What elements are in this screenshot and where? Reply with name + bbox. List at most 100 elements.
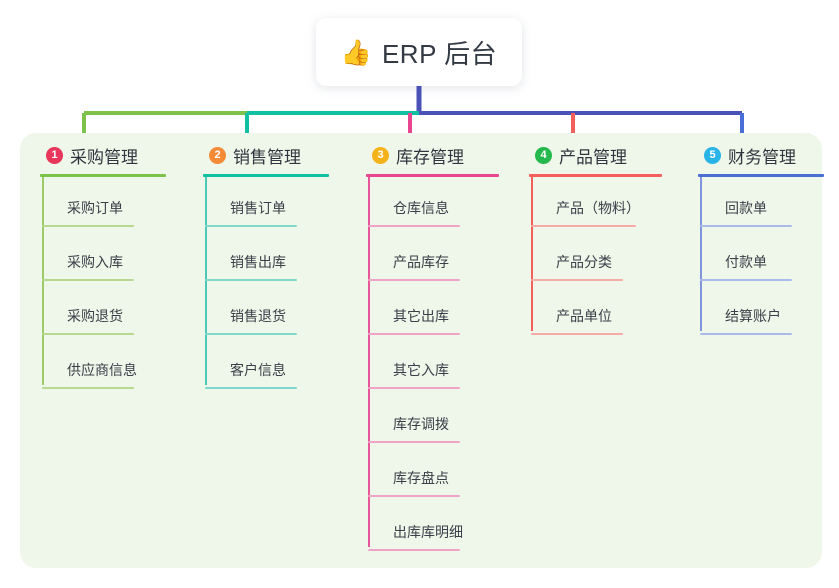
column-rule — [203, 174, 329, 177]
leaf-rule — [531, 333, 623, 335]
leaf-label: 采购订单 — [67, 200, 123, 216]
column-销售管理: 2 销售管理销售订单销售出库销售退货客户信息 — [195, 133, 355, 397]
leaf-rule — [368, 279, 460, 281]
column-badge-2: 2 — [209, 146, 226, 164]
leaf-label: 付款单 — [725, 254, 767, 270]
trunk-line — [42, 177, 44, 385]
leaf-list: 销售订单销售出库销售退货客户信息 — [195, 177, 355, 397]
leaf-label: 销售订单 — [230, 200, 286, 216]
leaf-rule — [205, 225, 297, 227]
leaf-rule — [205, 387, 297, 389]
leaf-item[interactable]: 采购入库 — [32, 235, 192, 289]
leaf-item[interactable]: 出库库明细 — [358, 505, 518, 559]
trunk-line — [368, 177, 370, 547]
column-badge-1: 1 — [46, 146, 63, 164]
leaf-label: 出库库明细 — [393, 524, 463, 540]
leaf-rule — [205, 279, 297, 281]
leaf-label: 采购退货 — [67, 308, 123, 324]
leaf-label: 结算账户 — [725, 308, 781, 324]
leaf-list: 回款单付款单结算账户 — [690, 177, 839, 343]
leaf-item[interactable]: 库存盘点 — [358, 451, 518, 505]
leaf-item[interactable]: 采购订单 — [32, 181, 192, 235]
leaf-rule — [700, 225, 792, 227]
column-badge-3: 3 — [372, 146, 389, 164]
leaf-label: 仓库信息 — [393, 200, 449, 216]
column-title: 财务管理 — [728, 147, 796, 167]
leaf-list: 采购订单采购入库采购退货供应商信息 — [32, 177, 192, 397]
leaf-label: 产品单位 — [556, 308, 612, 324]
column-rule — [40, 174, 166, 177]
leaf-item[interactable]: 产品库存 — [358, 235, 518, 289]
leaf-rule — [205, 333, 297, 335]
leaf-label: 销售出库 — [230, 254, 286, 270]
column-产品管理: 4 产品管理产品（物料） 产品分类产品单位 — [521, 133, 681, 343]
leaf-list: 仓库信息产品库存其它出库其它入库库存调拨库存盘点出库库明细 — [358, 177, 518, 559]
leaf-label: 采购入库 — [67, 254, 123, 270]
leaf-label: 库存调拨 — [393, 416, 449, 432]
root-title: ERP 后台 — [381, 38, 498, 69]
leaf-rule — [531, 279, 623, 281]
leaf-item[interactable]: 产品分类 — [521, 235, 681, 289]
leaf-item[interactable]: 其它出库 — [358, 289, 518, 343]
column-财务管理: 5 财务管理回款单付款单结算账户 — [690, 133, 839, 343]
leaf-item[interactable]: 库存调拨 — [358, 397, 518, 451]
leaf-rule — [700, 333, 792, 335]
leaf-label: 供应商信息 — [67, 362, 137, 378]
leaf-item[interactable]: 其它入库 — [358, 343, 518, 397]
leaf-list: 产品（物料） 产品分类产品单位 — [521, 177, 681, 343]
leaf-item[interactable]: 付款单 — [690, 235, 839, 289]
leaf-label: 客户信息 — [230, 362, 286, 378]
leaf-item[interactable]: 结算账户 — [690, 289, 839, 343]
leaf-rule — [42, 333, 134, 335]
leaf-rule — [42, 387, 134, 389]
leaf-rule — [368, 333, 460, 335]
leaf-rule — [700, 279, 792, 281]
root-node[interactable]: 👍 ERP 后台 — [316, 18, 522, 86]
column-header-库存管理[interactable]: 3 库存管理 — [358, 133, 518, 177]
leaf-item[interactable]: 客户信息 — [195, 343, 355, 397]
leaf-item[interactable]: 产品单位 — [521, 289, 681, 343]
column-header-产品管理[interactable]: 4 产品管理 — [521, 133, 681, 177]
leaf-item[interactable]: 产品（物料） — [521, 181, 681, 235]
leaf-item[interactable]: 回款单 — [690, 181, 839, 235]
column-title: 库存管理 — [396, 147, 464, 167]
trunk-line — [205, 177, 207, 385]
leaf-rule — [368, 441, 460, 443]
leaf-item[interactable]: 供应商信息 — [32, 343, 192, 397]
column-库存管理: 3 库存管理仓库信息产品库存其它出库其它入库库存调拨库存盘点出库库明细 — [358, 133, 518, 559]
leaf-label: 产品（物料） — [556, 200, 640, 216]
leaf-label: 其它入库 — [393, 362, 449, 378]
column-badge-4: 4 — [535, 146, 552, 164]
column-title: 产品管理 — [559, 147, 627, 167]
leaf-item[interactable]: 销售退货 — [195, 289, 355, 343]
trunk-line — [700, 177, 702, 331]
leaf-label: 产品库存 — [393, 254, 449, 270]
column-badge-5: 5 — [704, 146, 721, 164]
leaf-rule — [368, 225, 460, 227]
leaf-item[interactable]: 销售出库 — [195, 235, 355, 289]
leaf-label: 其它出库 — [393, 308, 449, 324]
leaf-label: 回款单 — [725, 200, 767, 216]
trunk-line — [531, 177, 533, 331]
leaf-rule — [42, 279, 134, 281]
leaf-label: 产品分类 — [556, 254, 612, 270]
column-header-销售管理[interactable]: 2 销售管理 — [195, 133, 355, 177]
column-rule — [529, 174, 662, 177]
leaf-rule — [368, 549, 460, 551]
column-title: 销售管理 — [233, 147, 301, 167]
leaf-item[interactable]: 采购退货 — [32, 289, 192, 343]
leaf-label: 销售退货 — [230, 308, 286, 324]
leaf-rule — [368, 387, 460, 389]
leaf-rule — [368, 495, 460, 497]
column-rule — [366, 174, 499, 177]
leaf-rule — [42, 225, 134, 227]
leaf-item[interactable]: 销售订单 — [195, 181, 355, 235]
leaf-item[interactable]: 仓库信息 — [358, 181, 518, 235]
column-rule — [698, 174, 824, 177]
column-header-财务管理[interactable]: 5 财务管理 — [690, 133, 839, 177]
leaf-label: 库存盘点 — [393, 470, 449, 486]
